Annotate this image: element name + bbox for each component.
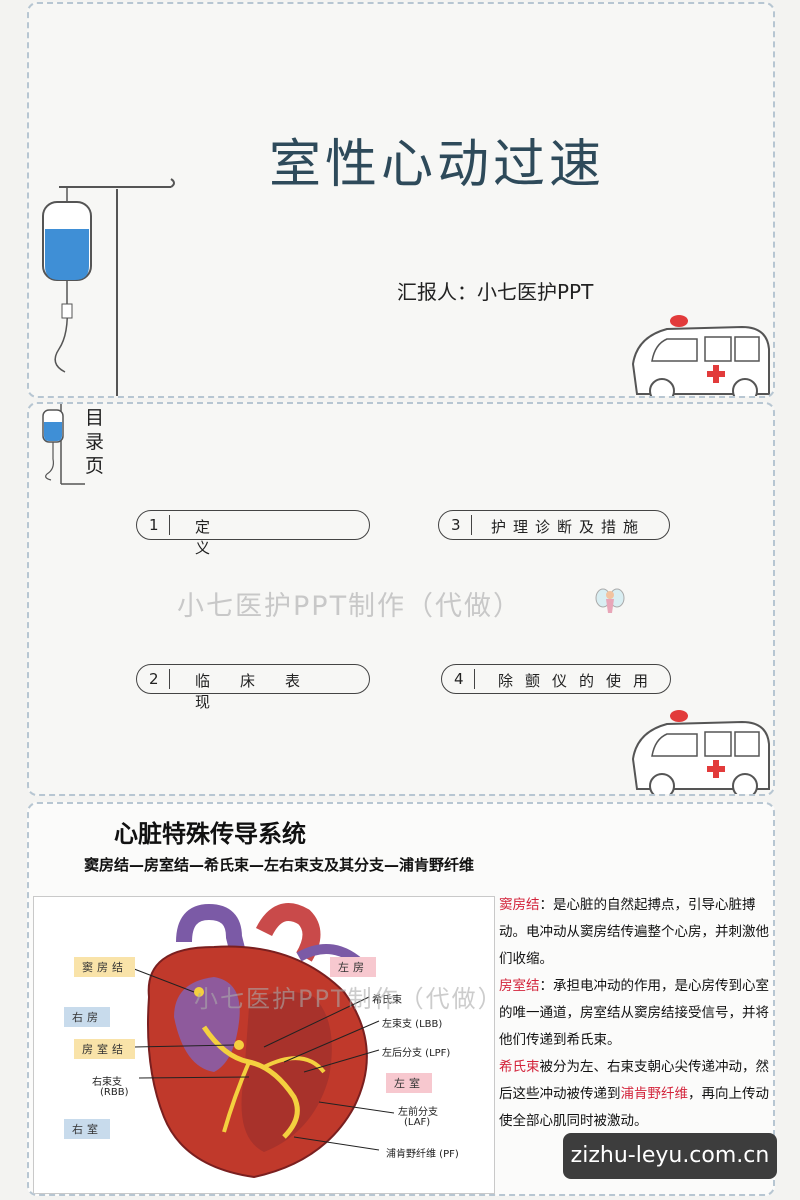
- divider: [471, 515, 472, 535]
- watermark-text: 小七医护PPT制作（代做）: [194, 985, 504, 1013]
- divider: [169, 669, 170, 689]
- toc-item-label: 除颤仪的使用: [498, 672, 661, 690]
- toc-item-4[interactable]: 4 除颤仪的使用: [441, 664, 671, 694]
- term-purkinje: 浦肯野纤维: [620, 1086, 689, 1102]
- label-left-ventricle: 左室: [386, 1073, 432, 1093]
- heart-diagram: 窦房结 右房 房室结 右束支 (RBB) 右室 左房 希氏束 左束支 (LBB)…: [33, 896, 504, 1194]
- toc-item-2[interactable]: 2 临床表现: [136, 664, 370, 711]
- term-av-node: 房室结: [499, 978, 540, 994]
- slide-subtitle: 窦房结—房室结—希氏束—左右束支及其分支—浦肯野纤维: [84, 856, 475, 874]
- watermark-text: 小七医护PPT制作（代做）: [177, 591, 523, 622]
- conduction-slide: 心脏特殊传导系统 窦房结—房室结—希氏束—左右束支及其分支—浦肯野纤维 窦房结 …: [27, 802, 775, 1196]
- desc-sa-node: ：是心脏的自然起搏点，引导心脏搏动。电冲动从窦房结传遍整个心房，并刺激他们收缩。: [499, 897, 769, 967]
- toc-item-3[interactable]: 3 护理诊断及措施: [438, 510, 670, 540]
- label-left-atrium: 左房: [330, 957, 376, 977]
- toc-title: 目录页: [85, 407, 105, 477]
- conduction-description: 窦房结：是心脏的自然起搏点，引导心脏搏动。电冲动从窦房结传遍整个心房，并刺激他们…: [499, 892, 771, 1135]
- ambulance-icon: [631, 315, 770, 396]
- presentation-title: 室性心动过速: [269, 135, 606, 195]
- heart-illustration: [128, 903, 395, 1179]
- label-sa-node: 窦房结: [74, 957, 135, 977]
- label-right-ventricle: 右室: [64, 1119, 110, 1139]
- toc-item-label: 护理诊断及措施: [491, 518, 646, 536]
- toc-item-number: 2: [149, 670, 159, 688]
- term-sa-node: 窦房结: [499, 897, 540, 913]
- toc-item-label: 临床表现: [195, 672, 331, 711]
- label-lbb: 左束支 (LBB): [382, 1019, 443, 1030]
- toc-item-1[interactable]: 1 定义: [136, 510, 370, 557]
- iv-bag-icon: [42, 404, 85, 485]
- desc-av-node: ：承担电冲动的作用，是心房传到心室的唯一通道，房室结从窦房结接受信号，并将他们传…: [499, 978, 769, 1048]
- toc-item-number: 1: [149, 516, 159, 534]
- divider: [474, 669, 475, 689]
- label-laf: 左前分支: [398, 1107, 438, 1118]
- label-rbb-abbr: (RBB): [100, 1087, 129, 1098]
- reporter-label: 汇报人：小七医护PPT: [397, 280, 594, 304]
- label-his: 希氏束: [372, 995, 402, 1006]
- label-av-node: 房室结: [74, 1039, 135, 1059]
- label-lpf: 左后分支 (LPF): [382, 1048, 451, 1059]
- toc-item-label: 定义: [195, 518, 329, 557]
- iv-drip-icon: [42, 178, 175, 396]
- slide-title: 心脏特殊传导系统: [114, 820, 306, 848]
- toc-slide: 目录页 1 定义 3 护理诊断及措施 2 临床表现 4 除颤仪的使用 小七医护P…: [27, 402, 775, 796]
- site-watermark-badge: zizhu-leyu.com.cn: [563, 1133, 777, 1179]
- toc-item-number: 4: [454, 670, 464, 688]
- ambulance-icon: [631, 710, 770, 794]
- desc-his: 被分为左、右束支朝心尖传递冲动，然后这些冲动被传递到: [499, 1059, 769, 1102]
- toc-item-number: 3: [451, 516, 461, 534]
- label-laf-abbr: (LAF): [404, 1117, 431, 1128]
- label-rbb: 右束支: [92, 1077, 122, 1088]
- label-right-atrium: 右房: [64, 1007, 110, 1027]
- term-his: 希氏束: [499, 1059, 540, 1075]
- desc-purkinje: ，再向上传动使全部心肌同时被激动。: [499, 1086, 769, 1129]
- label-pf: 浦肯野纤维 (PF): [386, 1149, 459, 1160]
- divider: [169, 515, 170, 535]
- cover-slide: 室性心动过速 汇报人：小七医护PPT: [27, 2, 775, 398]
- fairy-icon: [595, 588, 625, 613]
